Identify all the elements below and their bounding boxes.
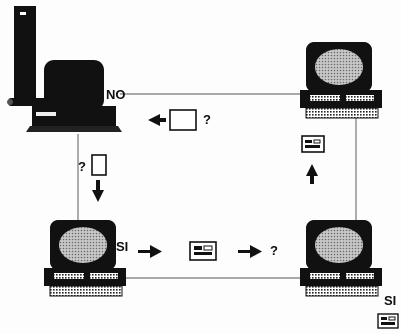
- arrow-icon: [306, 164, 318, 184]
- server-terminal-icon: [7, 6, 122, 132]
- question-mark-left: ?: [78, 160, 86, 173]
- arrow-icon: [138, 245, 162, 258]
- computer-icon: [300, 220, 382, 296]
- arrow-icon: [238, 245, 262, 258]
- data-message-icon: [378, 314, 398, 328]
- data-message-icon: [190, 242, 216, 260]
- label-si-left: SI: [116, 240, 128, 253]
- question-mark-top: ?: [203, 113, 211, 126]
- data-message-icon: [302, 136, 324, 152]
- empty-message-icon: [92, 155, 106, 175]
- question-mark-bottom: ?: [270, 244, 278, 257]
- computer-icon: [300, 42, 382, 118]
- label-no: NO: [106, 88, 126, 101]
- label-si-right: SI: [384, 294, 396, 307]
- arrow-icon: [148, 114, 166, 126]
- empty-message-icon: [170, 110, 196, 130]
- arrow-icon: [92, 180, 104, 202]
- computer-icon: [44, 220, 126, 296]
